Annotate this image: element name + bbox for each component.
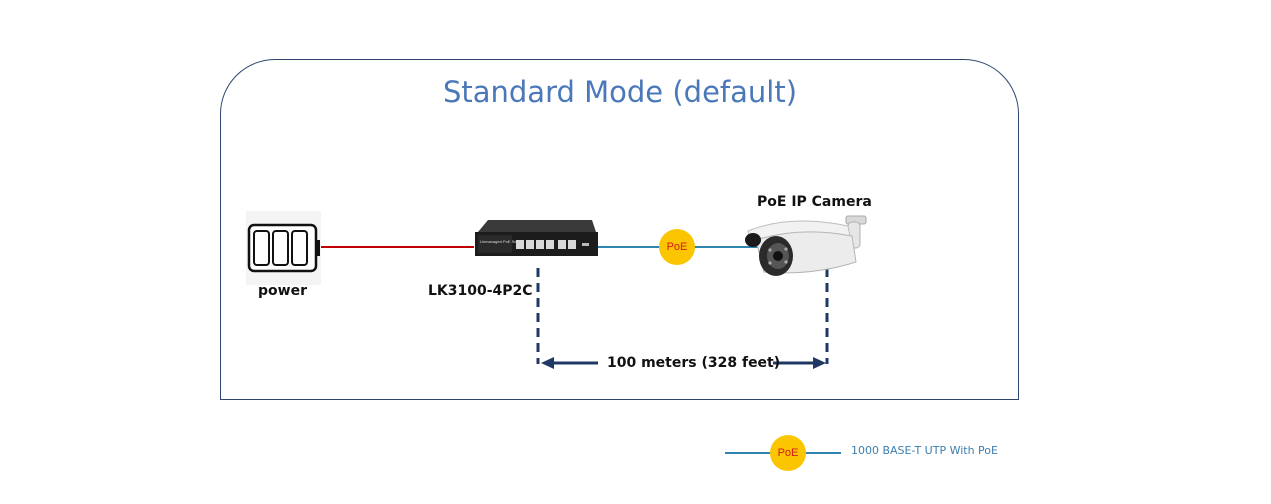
diagram-title: Standard Mode (default) xyxy=(442,75,798,109)
arrow-head-right-icon xyxy=(813,357,826,369)
ip-camera-icon xyxy=(745,215,867,276)
diagram-frame xyxy=(220,59,1019,400)
distance-label: 100 meters (328 feet) xyxy=(607,355,781,371)
poe-switch-icon: Unmanaged PoE Switch xyxy=(475,220,598,256)
power-label: power xyxy=(258,283,307,299)
switch-brand-text: Unmanaged PoE Switch xyxy=(480,239,523,244)
poe-badge: PoE xyxy=(659,229,695,265)
arrow-head-left-icon xyxy=(541,357,554,369)
switch-label: LK3100-4P2C xyxy=(428,283,533,299)
legend-poe-badge: PoE xyxy=(770,435,806,471)
power-supply-icon xyxy=(246,211,321,285)
legend-text: 1000 BASE-T UTP With PoE xyxy=(851,444,998,457)
camera-label: PoE IP Camera xyxy=(757,194,872,210)
